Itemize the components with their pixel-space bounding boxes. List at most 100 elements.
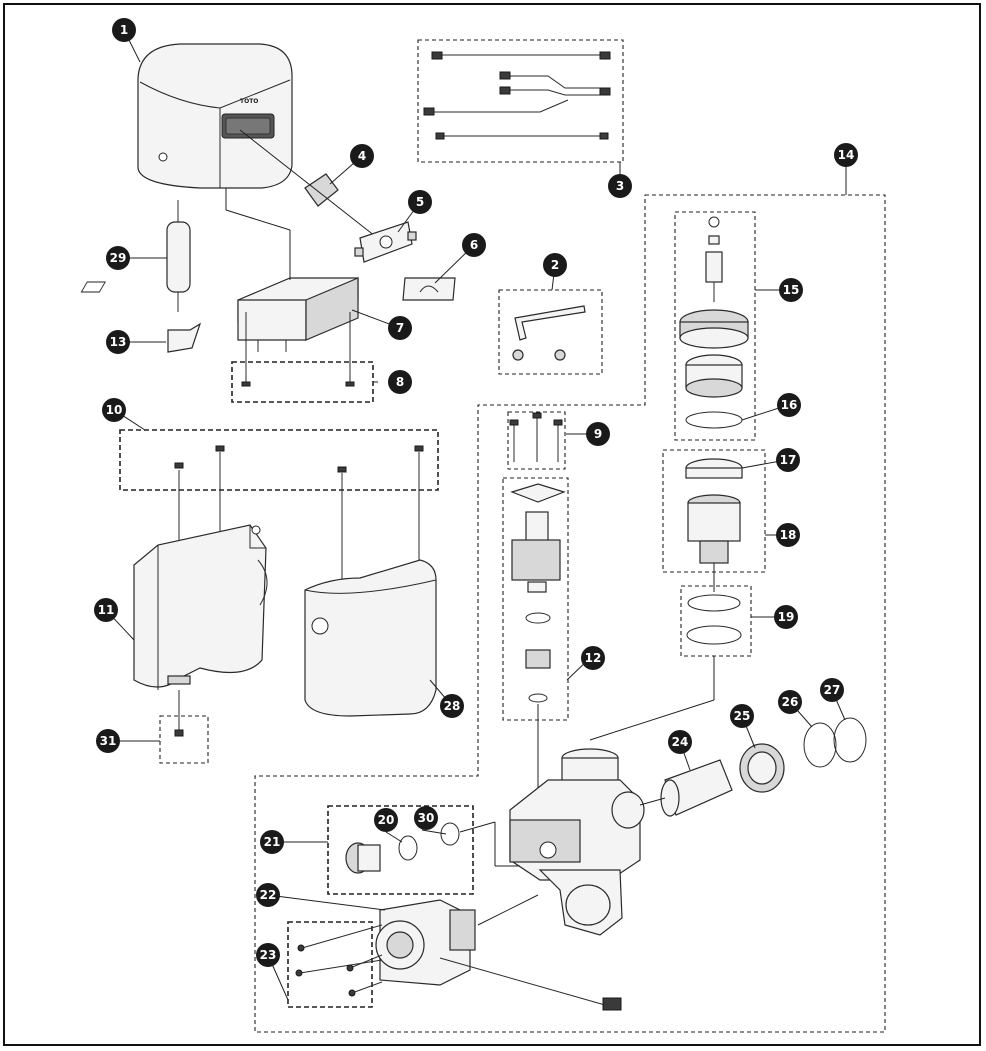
sensor-lens-part	[304, 173, 339, 207]
group-box-19	[680, 585, 752, 657]
callout-6: 6	[462, 233, 486, 257]
callout-22: 22	[256, 883, 280, 907]
group-box-9	[507, 411, 566, 470]
callout-11: 11	[94, 598, 118, 622]
svg-text:12: 12	[585, 651, 602, 665]
lower-cover-part	[304, 559, 437, 717]
svg-text:10: 10	[106, 403, 123, 417]
callout-8: 8	[388, 370, 412, 394]
svg-text:5: 5	[416, 195, 424, 209]
screws-23	[295, 924, 383, 997]
callout-5: 5	[408, 190, 432, 214]
cable-harness-part	[423, 51, 611, 140]
callout-14: 14	[834, 143, 858, 167]
callout-17: 17	[776, 448, 800, 472]
svg-text:7: 7	[396, 321, 404, 335]
clip-part	[167, 322, 202, 353]
callout-27: 27	[820, 678, 844, 702]
svg-text:3: 3	[616, 179, 624, 193]
svg-text:6: 6	[470, 238, 478, 252]
diagram-frame	[3, 3, 981, 1046]
svg-text:26: 26	[782, 695, 799, 709]
svg-text:28: 28	[444, 699, 461, 713]
hex-key-part	[512, 305, 586, 361]
svg-text:21: 21	[264, 835, 281, 849]
svg-text:14: 14	[838, 148, 855, 162]
callout-25: 25	[730, 704, 754, 728]
callout-2: 2	[543, 253, 567, 277]
control-module-part	[80, 277, 359, 352]
svg-text:19: 19	[778, 610, 795, 624]
group-box-2	[498, 289, 603, 375]
sensor-bracket-part	[354, 221, 417, 263]
svg-text:22: 22	[260, 888, 277, 902]
svg-text:31: 31	[100, 734, 117, 748]
svg-text:1: 1	[120, 23, 128, 37]
group-box-23	[287, 921, 373, 1008]
group-box-12	[502, 477, 569, 721]
group-box-14	[254, 194, 886, 1033]
svg-text:20: 20	[378, 813, 395, 827]
svg-text:15: 15	[783, 283, 800, 297]
mounting-plate-part	[402, 277, 456, 301]
piston-assembly-part	[679, 216, 749, 429]
svg-text:18: 18	[780, 528, 797, 542]
callout-13: 13	[106, 330, 130, 354]
callout-29: 29	[106, 246, 130, 270]
svg-text:23: 23	[260, 948, 277, 962]
callout-21: 21	[260, 830, 284, 854]
svg-text:25: 25	[734, 709, 751, 723]
svg-text:24: 24	[672, 735, 689, 749]
callout-4: 4	[350, 144, 374, 168]
group-box-3	[417, 39, 624, 163]
callout-23: 23	[256, 943, 280, 967]
callout-18: 18	[776, 523, 800, 547]
snap-ring-26	[803, 722, 837, 768]
svg-text:4: 4	[358, 149, 366, 163]
svg-text:27: 27	[824, 683, 841, 697]
svg-text:29: 29	[110, 251, 127, 265]
sensor-cover-part: TOTO	[137, 43, 293, 189]
svg-text:16: 16	[781, 398, 798, 412]
mounting-bracket-part	[133, 524, 268, 690]
svg-text:13: 13	[110, 335, 127, 349]
callout-7: 7	[388, 316, 412, 340]
filter-part	[345, 821, 520, 874]
capacitor-part	[166, 200, 191, 312]
callout-30: 30	[414, 806, 438, 830]
svg-text:17: 17	[780, 453, 797, 467]
callout-1: 1	[112, 18, 136, 42]
callout-19: 19	[774, 605, 798, 629]
callout-24: 24	[668, 730, 692, 754]
svg-text:11: 11	[98, 603, 115, 617]
solenoid-assembly-part	[510, 483, 566, 800]
callout-9: 9	[586, 422, 610, 446]
callout-10: 10	[102, 398, 126, 422]
ring-27	[833, 717, 867, 763]
callout-20: 20	[374, 808, 398, 832]
screw-31	[174, 729, 184, 737]
callout-12: 12	[581, 646, 605, 670]
group-box-31	[159, 715, 209, 764]
diaphragm-assembly-part	[685, 458, 743, 592]
svg-text:30: 30	[418, 811, 435, 825]
screws-9	[509, 412, 563, 462]
gaskets-part	[589, 594, 742, 741]
callout-3: 3	[608, 174, 632, 198]
coupling-nut-part	[739, 743, 785, 793]
svg-text:2: 2	[551, 258, 559, 272]
svg-text:8: 8	[396, 375, 404, 389]
callout-16: 16	[777, 393, 801, 417]
callout-15: 15	[779, 278, 803, 302]
brand-logo: TOTO	[240, 98, 258, 105]
callout-26: 26	[778, 690, 802, 714]
flow-sensor-part	[375, 894, 622, 1011]
callout-28: 28	[440, 694, 464, 718]
group-box-21	[327, 805, 474, 895]
svg-text:9: 9	[594, 427, 602, 441]
group-box-10	[119, 429, 439, 491]
callout-31: 31	[96, 729, 120, 753]
valve-body-part	[509, 748, 645, 936]
